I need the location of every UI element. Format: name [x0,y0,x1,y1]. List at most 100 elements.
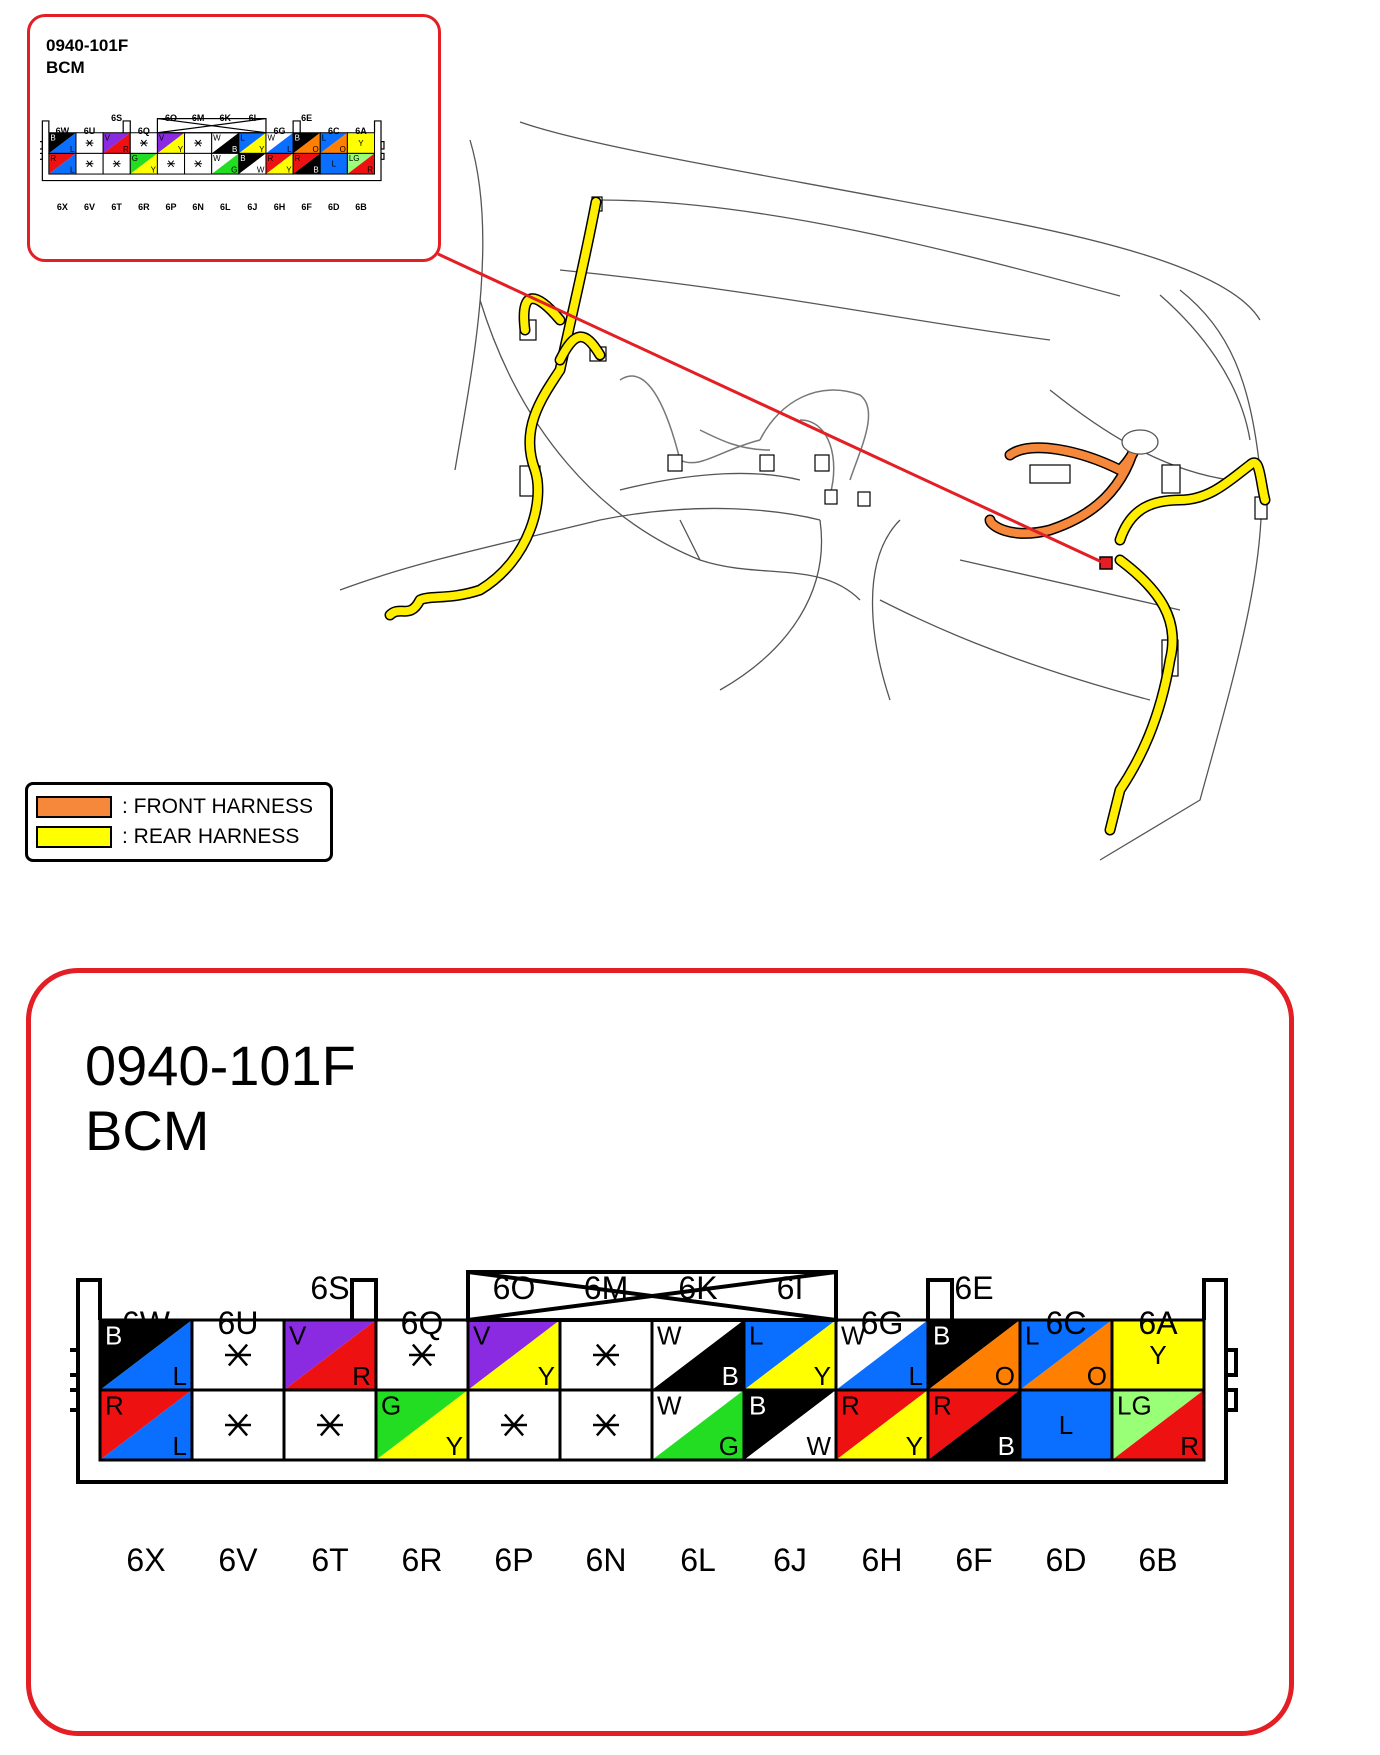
grommet [1121,429,1159,455]
wire-color-label: G [381,1391,401,1421]
wire-tracer-label: L [70,145,75,154]
wire-color-label: L [1025,1321,1039,1351]
wire-tracer-label: G [719,1431,739,1461]
pin-label-6b: 6B [1138,1542,1178,1578]
unused-pin-asterisk-icon [593,1343,619,1367]
pin-label-6w: 6W [122,1305,170,1341]
wire-color-label: V [159,133,165,142]
pin-cell-6g: WL [834,1318,930,1392]
wire-color-label: R [50,154,56,163]
harness-location-drawing [339,121,1271,861]
unused-pin-asterisk-icon [593,1413,619,1437]
pin-cell-6i: LY [742,1318,838,1392]
pin-cell-6h: RY [834,1388,930,1462]
wire-color-label: R [933,1391,952,1421]
wire-color-label: B [50,133,55,142]
pin-label-6o: 6O [164,113,177,123]
wire-color-label: B [933,1321,950,1351]
wire-color-label: L [332,160,337,169]
pin-cell-6k: WB [650,1318,746,1392]
pin-label-6j: 6J [247,202,258,212]
rear-harness-lines [384,196,1271,836]
pin-label-6m: 6M [583,1270,629,1306]
pin-cell-6w: BL [98,1318,194,1392]
inset-connector-name: BCM [46,58,85,77]
unused-pin-asterisk-icon [112,160,121,168]
pin-label-6s: 6S [111,113,123,123]
pin-label-6w: 6W [55,126,70,136]
pin-cell-6b: LGR [346,152,376,175]
pin-cell-6r: GY [374,1388,470,1462]
wire-tracer-label: R [352,1361,371,1391]
wire-tracer-label: Y [446,1431,463,1461]
wire-color-label: V [473,1321,491,1351]
wire-color-label: W [841,1321,866,1351]
pin-label-6x: 6X [56,202,68,212]
front-harness-label: : FRONT HARNESS [122,795,313,818]
pin-cell-6n [184,152,213,175]
pin-cell-6n [558,1388,654,1462]
unused-pin-asterisk-icon [85,160,94,168]
wire-color-label: L [322,133,327,142]
pin-label-6q: 6Q [400,1305,444,1341]
pin-cell-6h: RY [265,152,294,175]
connector-name: BCM [85,1099,210,1162]
pin-label-6g: 6G [273,126,286,136]
pin-label-6k: 6K [678,1270,718,1306]
pin-cell-6m [558,1318,654,1392]
pin-cell-6t [102,152,131,175]
pin-cell-6p [466,1388,562,1462]
wire-color-label: G [132,154,138,163]
wire-tracer-label: B [232,145,237,154]
pin-label-6d: 6D [1045,1542,1087,1578]
pin-label-6v: 6V [84,202,96,212]
wire-color-label: L [1059,1410,1073,1440]
wire-tracer-label: Y [151,166,157,175]
pin-label-6d: 6D [328,202,340,212]
pin-label-6l: 6L [680,1542,716,1578]
pin-label-6a: 6A [1138,1305,1178,1341]
wire-color-label: R [267,154,273,163]
unused-pin-asterisk-icon [317,1413,343,1437]
pin-label-6s: 6S [310,1270,350,1306]
connector-detail-box [26,968,1294,1736]
wire-tracer-label: B [722,1361,739,1391]
wire-tracer-label: O [995,1361,1015,1391]
wire-tracer-label: W [806,1431,831,1461]
pin-label-6o: 6O [492,1270,536,1306]
wire-color-label: LG [1117,1391,1152,1421]
pin-cell-6v [190,1388,286,1462]
pin-label-6c: 6C [1045,1305,1087,1341]
wire-color-label: LG [349,154,360,163]
wire-tracer-label: L [173,1431,187,1461]
pin-label-6x: 6X [126,1542,166,1578]
pin-label-6h: 6H [861,1542,903,1578]
pin-cell-6j: BW [742,1388,838,1462]
harness-legend [25,782,333,862]
wire-tracer-label: R [1180,1431,1199,1461]
unused-pin-asterisk-icon [194,160,202,168]
wire-color-label: B [295,133,300,142]
wire-tracer-label: Y [538,1361,555,1391]
pin-label-6e: 6E [301,113,313,123]
pin-label-6b: 6B [355,202,367,212]
wire-tracer-label: Y [259,145,265,154]
inset-connector-box [27,14,441,262]
pin-cell-6p [156,152,186,175]
wire-color-label: B [749,1391,766,1421]
harness-connectors [519,196,1268,677]
wire-color-label: L [749,1321,763,1351]
pin-cell-6d: L [1018,1388,1114,1462]
pin-label-6g: 6G [860,1305,904,1341]
pin-label-6p: 6P [494,1542,534,1578]
pin-label-6c: 6C [328,126,340,136]
wire-color-label: L [240,133,245,142]
pin-label-6k: 6K [219,113,231,123]
inset-connector-code: 0940-101F [46,36,129,55]
pin-cell-6f: RB [292,152,321,175]
wire-color-label: B [240,154,245,163]
wire-color-label: Y [1149,1340,1166,1370]
pin-label-6n: 6N [585,1542,627,1578]
